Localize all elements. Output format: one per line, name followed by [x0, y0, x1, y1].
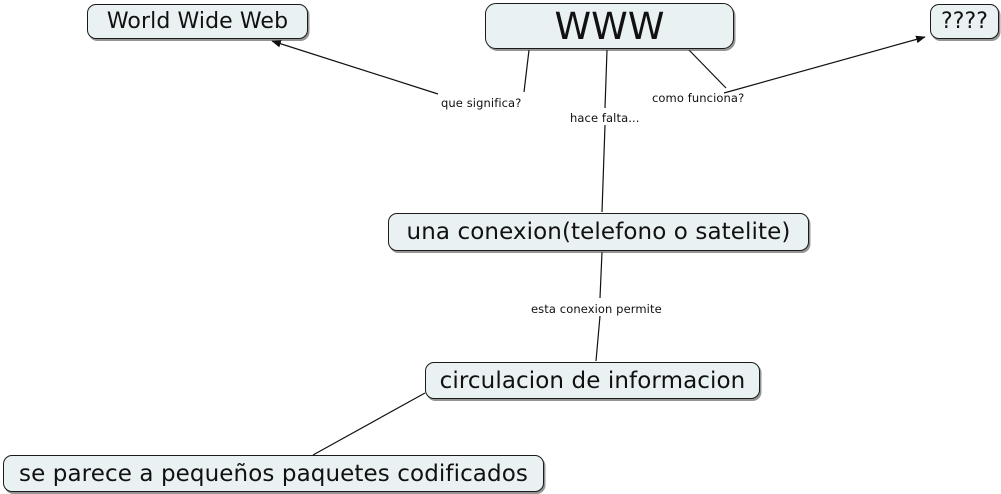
link-label-como-funciona[interactable]: como funciona?	[652, 91, 745, 105]
connector-www-to-significa	[523, 49, 530, 93]
node-unknown-label: ????	[940, 9, 989, 34]
link-label-esta-conexion-permite[interactable]: esta conexion permite	[531, 302, 662, 316]
connector-hacefalta-to-conexion	[601, 124, 606, 213]
node-www[interactable]: WWW	[485, 3, 734, 49]
node-circulacion-de-informacion-label: circulacion de informacion	[439, 367, 746, 394]
node-www-label: WWW	[554, 4, 665, 48]
node-paquetes-codificados[interactable]: se parece a pequeños paquetes codificado…	[3, 455, 544, 492]
connector-www-to-funciona	[688, 49, 727, 89]
node-world-wide-web-label: World Wide Web	[106, 9, 289, 34]
node-una-conexion[interactable]: una conexion(telefono o satelite)	[388, 213, 809, 251]
connector-permite-to-circulacion	[595, 315, 601, 362]
connector-significa-to-world-wide-web	[271, 40, 439, 95]
node-unknown[interactable]: ????	[930, 4, 999, 39]
node-circulacion-de-informacion[interactable]: circulacion de informacion	[425, 362, 760, 399]
link-label-hace-falta[interactable]: hace falta...	[570, 111, 640, 125]
node-una-conexion-label: una conexion(telefono o satelite)	[406, 219, 791, 245]
connector-funciona-to-unknown	[723, 35, 926, 94]
connector-conexion-to-permite	[599, 251, 603, 299]
connector-www-to-hacefalta	[604, 49, 608, 109]
connector-circulacion-to-paquetes	[312, 392, 426, 456]
link-label-que-significa[interactable]: que significa?	[441, 96, 522, 110]
node-paquetes-codificados-label: se parece a pequeños paquetes codificado…	[19, 460, 528, 487]
node-world-wide-web[interactable]: World Wide Web	[87, 4, 308, 39]
